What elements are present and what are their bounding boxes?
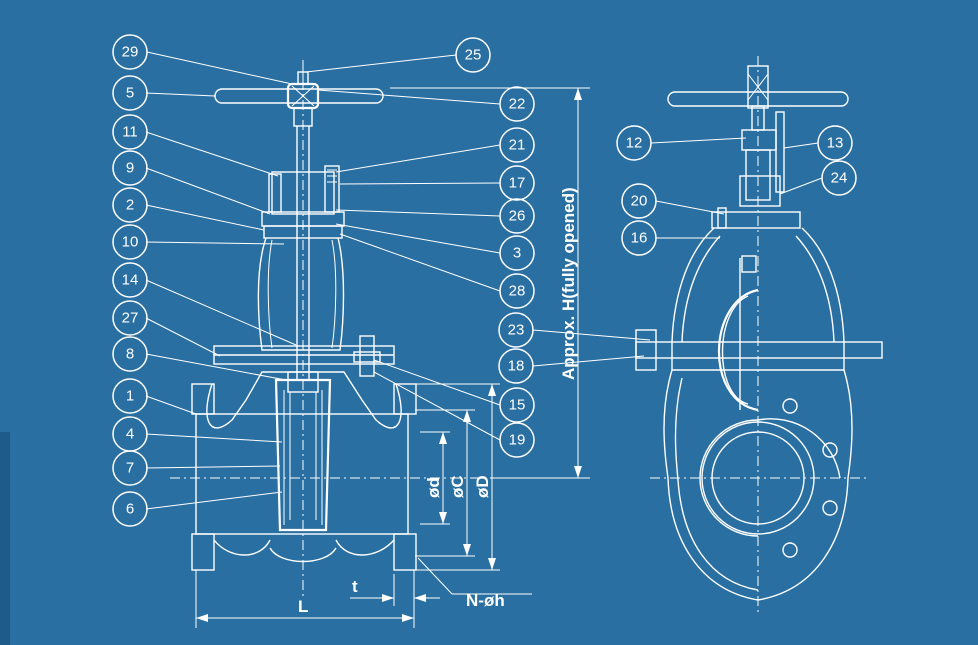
leader-lines: [145, 51, 823, 510]
left-edge-bar: [0, 432, 10, 645]
side-view: [635, 56, 883, 612]
svg-text:15: 15: [509, 397, 526, 414]
svg-text:4: 4: [126, 426, 134, 443]
dim-d-label: ød: [424, 477, 443, 498]
svg-text:7: 7: [126, 460, 134, 477]
svg-text:1: 1: [126, 388, 134, 405]
svg-text:23: 23: [508, 322, 525, 339]
dim-L-label: L: [298, 597, 308, 616]
callout-18: 18: [498, 348, 534, 384]
svg-text:14: 14: [122, 272, 139, 289]
svg-text:11: 11: [122, 124, 138, 141]
svg-text:21: 21: [509, 137, 526, 154]
gate-wedge-front: [274, 371, 332, 532]
callout-23: 23: [498, 312, 534, 348]
svg-text:26: 26: [509, 208, 526, 225]
callout-8: 8: [112, 336, 148, 372]
dim-t-label: t: [352, 577, 358, 596]
callout-3: 3: [499, 235, 535, 271]
dimension-lines: [195, 87, 590, 628]
svg-text:19: 19: [509, 432, 526, 449]
front-view: [170, 60, 520, 600]
callout-19: 19: [499, 422, 535, 458]
callout-24: 24: [821, 160, 857, 196]
callout-7: 7: [112, 450, 148, 486]
stuffing-box-front: [261, 165, 345, 239]
dim-D-label: øD: [473, 475, 492, 498]
svg-text:10: 10: [122, 234, 139, 251]
callout-6: 6: [112, 491, 148, 527]
callout-13: 13: [817, 125, 853, 161]
svg-text:20: 20: [631, 193, 648, 210]
callout-26: 26: [499, 198, 535, 234]
callout-15: 15: [499, 387, 535, 423]
stem-front: [293, 60, 313, 600]
callout-25: 25: [455, 37, 491, 73]
svg-text:8: 8: [126, 346, 134, 363]
svg-text:16: 16: [631, 230, 648, 247]
callout-14: 14: [112, 262, 148, 298]
dim-height-label: Approx. H(fully opened): [559, 187, 578, 380]
callout-27: 27: [112, 300, 148, 336]
svg-text:22: 22: [509, 96, 526, 113]
callout-1: 1: [112, 378, 148, 414]
callout-5: 5: [112, 75, 148, 111]
svg-text:6: 6: [126, 501, 134, 518]
handwheel-front: [214, 70, 384, 110]
callout-10: 10: [112, 224, 148, 260]
svg-text:12: 12: [626, 135, 643, 152]
svg-text:9: 9: [126, 160, 134, 177]
callout-12: 12: [616, 125, 652, 161]
callout-16: 16: [621, 220, 657, 256]
callout-20: 20: [621, 183, 657, 219]
svg-text:28: 28: [509, 283, 526, 300]
svg-text:2: 2: [126, 197, 134, 214]
callout-11: 11: [112, 114, 148, 150]
dim-c-label: øC: [448, 475, 467, 498]
callout-4: 4: [112, 416, 148, 452]
callout-9: 9: [112, 150, 148, 186]
callout-29: 29: [112, 34, 148, 70]
svg-text:17: 17: [509, 175, 526, 192]
callout-21: 21: [499, 127, 535, 163]
callout-28: 28: [499, 273, 535, 309]
dim-bolt-label: N-øh: [466, 591, 505, 610]
bonnet-front: [257, 237, 345, 351]
svg-text:27: 27: [122, 310, 139, 327]
svg-text:5: 5: [126, 85, 134, 102]
bonnet-flange-front: [213, 335, 395, 377]
svg-text:25: 25: [465, 47, 482, 64]
callout-2: 2: [112, 187, 148, 223]
svg-text:3: 3: [513, 245, 521, 262]
svg-text:18: 18: [508, 358, 525, 375]
body-front: [191, 371, 417, 571]
svg-text:13: 13: [827, 135, 844, 152]
svg-text:29: 29: [122, 44, 139, 61]
svg-text:24: 24: [831, 170, 848, 187]
callout-22: 22: [499, 86, 535, 122]
callout-17: 17: [499, 165, 535, 201]
